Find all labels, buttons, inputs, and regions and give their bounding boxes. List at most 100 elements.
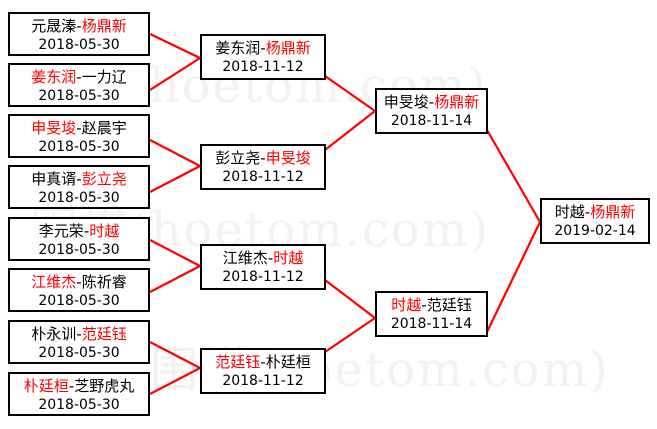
match-date: 2018-11-12: [222, 269, 304, 285]
vs-dash: -: [76, 68, 82, 86]
match-date: 2018-11-12: [222, 59, 304, 75]
player-left: 姜东润: [215, 39, 261, 57]
connector-r1m8-to-r2m4: [149, 367, 201, 395]
match-box-r1m1[interactable]: 元晟溱-杨鼎新 2018-05-30: [8, 12, 150, 56]
connector-r1m5-to-r2m3: [149, 239, 201, 267]
player-right: 朴廷桓: [265, 353, 311, 371]
match-box-r2m2[interactable]: 彭立尧-申旻埈 2018-11-12: [200, 144, 326, 190]
match-box-r1m5[interactable]: 李元荣-时越 2018-05-30: [8, 217, 150, 261]
match-box-r2m3[interactable]: 江维杰-时越 2018-11-12: [200, 244, 326, 290]
match-players: 江维杰-陈祈睿: [10, 272, 148, 292]
match-date: 2018-05-30: [38, 139, 120, 155]
player-right: 杨鼎新: [590, 203, 636, 221]
vs-dash: -: [76, 273, 82, 291]
player-right: 一力辽: [81, 68, 127, 86]
match-players: 申真谞-彭立尧: [10, 169, 148, 189]
match-players: 时越-范廷钰: [377, 295, 486, 315]
player-left: 时越: [554, 203, 585, 221]
match-players: 申旻埈-赵晨宇: [10, 118, 148, 138]
player-left: 李元荣: [38, 222, 84, 240]
match-date: 2018-05-30: [38, 190, 120, 206]
match-players: 姜东润-一力辽: [10, 67, 148, 87]
match-date: 2018-11-14: [390, 113, 473, 129]
player-left: 申旻埈: [383, 93, 429, 111]
match-box-r3m1[interactable]: 申旻埈-杨鼎新 2018-11-14: [375, 88, 488, 134]
match-players: 朴永训-范廷钰: [10, 324, 148, 344]
match-players: 朴廷桓-芝野虎丸: [10, 376, 148, 396]
match-date: 2018-05-30: [38, 37, 120, 53]
vs-dash: -: [421, 296, 427, 314]
vs-dash: -: [76, 170, 82, 188]
match-box-r3m2[interactable]: 时越-范廷钰 2018-11-14: [375, 291, 488, 337]
match-box-r1m2[interactable]: 姜东润-一力辽 2018-05-30: [8, 63, 150, 107]
player-left: 江维杰: [222, 249, 268, 267]
player-right: 申旻埈: [265, 149, 311, 167]
vs-dash: -: [76, 119, 82, 137]
player-left: 范廷钰: [215, 353, 261, 371]
match-box-r1m3[interactable]: 申旻埈-赵晨宇 2018-05-30: [8, 114, 150, 158]
player-right: 时越: [273, 249, 304, 267]
player-left: 元晟溱: [31, 17, 77, 35]
player-right: 杨鼎新: [265, 39, 311, 57]
player-left: 申旻埈: [31, 119, 77, 137]
match-date: 2019-02-14: [554, 223, 636, 239]
match-date: 2018-11-12: [222, 373, 304, 389]
vs-dash: -: [76, 325, 82, 343]
match-date: 2018-05-30: [38, 88, 120, 104]
match-box-r2m4[interactable]: 范廷钰-朴廷桓 2018-11-12: [200, 348, 326, 394]
player-right: 范廷钰: [81, 325, 127, 343]
match-date: 2018-11-12: [222, 169, 304, 185]
vs-dash: -: [584, 203, 591, 221]
connector-r1m3-to-r2m2: [149, 139, 201, 167]
vs-dash: -: [260, 39, 266, 57]
match-box-r1m6[interactable]: 江维杰-陈祈睿 2018-05-30: [8, 268, 150, 312]
match-date: 2018-05-30: [38, 345, 120, 361]
vs-dash: -: [83, 222, 90, 240]
player-left: 时越: [391, 296, 422, 314]
connector-r2m3-to-r3m2: [324, 279, 376, 319]
connector-r2m4-to-r3m2: [324, 317, 376, 353]
match-players: 姜东润-杨鼎新: [202, 38, 324, 58]
connector-r1m6-to-r2m3: [149, 265, 201, 293]
connector-r2m2-to-r3m1: [324, 110, 376, 151]
connector-r3m1-to-final: [486, 129, 541, 223]
match-players: 彭立尧-申旻埈: [202, 148, 324, 168]
player-right: 赵晨宇: [81, 119, 127, 137]
connector-r1m7-to-r2m4: [149, 341, 201, 369]
player-right: 芝野虎丸: [74, 377, 135, 395]
vs-dash: -: [428, 93, 435, 111]
match-date: 2018-05-30: [38, 397, 120, 413]
connector-r3m2-to-final: [486, 221, 541, 333]
match-players: 江维杰-时越: [202, 248, 324, 268]
match-box-r2m1[interactable]: 姜东润-杨鼎新 2018-11-12: [200, 34, 326, 80]
vs-dash: -: [260, 353, 266, 371]
vs-dash: -: [68, 377, 75, 395]
player-right: 时越: [89, 222, 120, 240]
match-box-r1m7[interactable]: 朴永训-范廷钰 2018-05-30: [8, 320, 150, 364]
match-players: 范廷钰-朴廷桓: [202, 352, 324, 372]
vs-dash: -: [76, 17, 82, 35]
player-left: 朴廷桓: [23, 377, 69, 395]
connector-r1m4-to-r2m2: [149, 165, 201, 193]
match-players: 时越-杨鼎新: [542, 202, 648, 222]
player-left: 朴永训: [31, 325, 77, 343]
player-right: 范廷钰: [426, 296, 472, 314]
match-box-r1m8[interactable]: 朴廷桓-芝野虎丸 2018-05-30: [8, 372, 150, 416]
player-right: 杨鼎新: [434, 93, 480, 111]
player-left: 姜东润: [31, 68, 77, 86]
player-left: 江维杰: [31, 273, 77, 291]
match-date: 2018-05-30: [38, 242, 120, 258]
match-players: 李元荣-时越: [10, 221, 148, 241]
connector-r2m1-to-r3m1: [324, 75, 376, 112]
match-players: 申旻埈-杨鼎新: [377, 92, 486, 112]
match-date: 2018-11-14: [390, 316, 473, 332]
connector-r1m2-to-r2m1: [149, 57, 201, 91]
match-box-final[interactable]: 时越-杨鼎新 2019-02-14: [540, 198, 650, 244]
match-box-r1m4[interactable]: 申真谞-彭立尧 2018-05-30: [8, 165, 150, 209]
player-right: 彭立尧: [81, 170, 127, 188]
player-right: 杨鼎新: [81, 17, 127, 35]
vs-dash: -: [267, 249, 274, 267]
player-left: 彭立尧: [215, 149, 261, 167]
player-left: 申真谞: [31, 170, 77, 188]
